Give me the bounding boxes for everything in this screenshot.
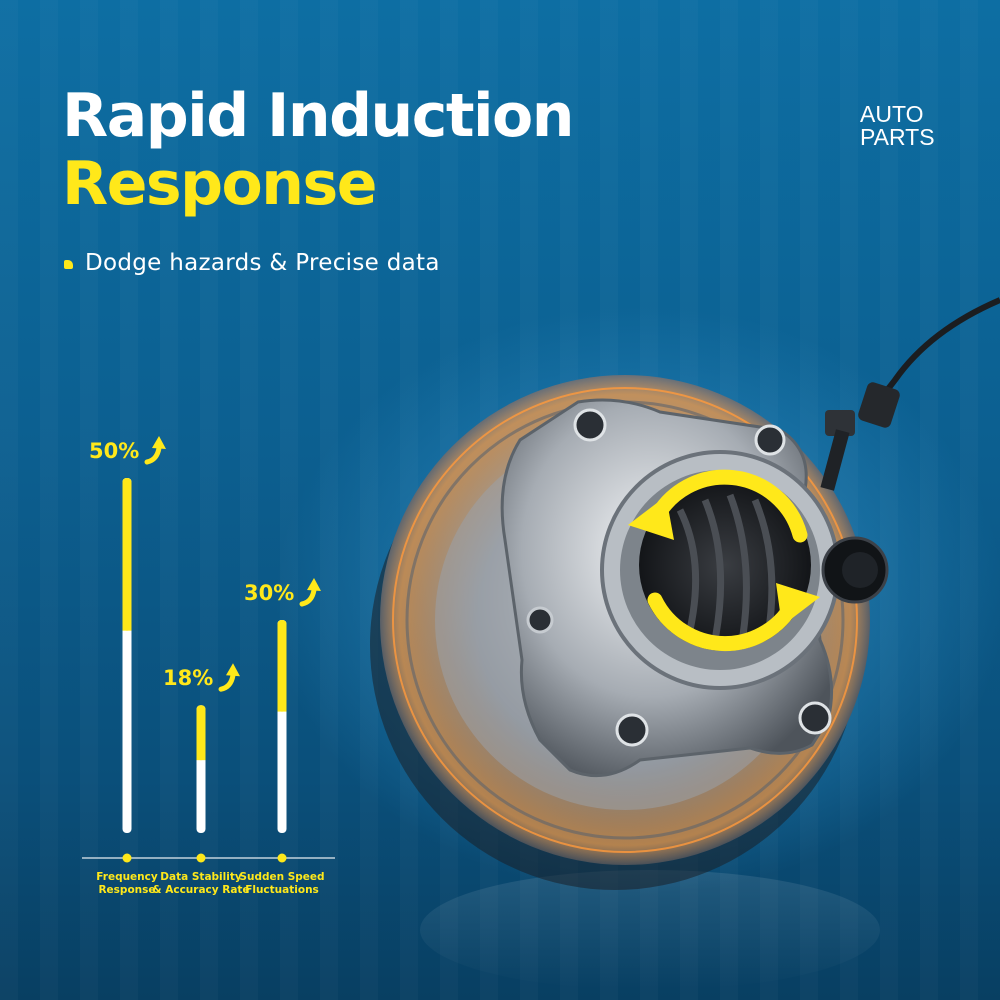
rotation-arrows-icon [628, 469, 820, 652]
category-label-2-line-1: Data Stability [160, 871, 242, 883]
category-label-2-line-2: & Accuracy Rate [152, 884, 249, 896]
bar-accent-join-3 [277, 705, 287, 712]
up-arrow-icon [144, 436, 166, 465]
axis-marker-1 [122, 853, 132, 863]
axis-marker-2 [196, 853, 206, 863]
up-arrow-icon [218, 663, 240, 692]
bar-accent-join-2 [196, 754, 206, 761]
title-line-1: Rapid Induction [62, 81, 575, 151]
category-label-1-line-1: Frequency [96, 871, 158, 883]
brand-logo: AUTO PARTS [860, 103, 940, 149]
brand-line-1: AUTO [860, 101, 924, 127]
bar-accent-1 [122, 478, 132, 631]
feature-bullet: Dodge hazards & Precise data [64, 250, 440, 276]
title-line-2: Response [62, 149, 377, 219]
category-label-1-line-2: Response [98, 884, 155, 896]
category-label-3-line-2: Fluctuations [245, 884, 319, 896]
value-label-3: 30% [244, 581, 294, 605]
bullet-shape-icon [64, 260, 73, 269]
feature-bullet-text: Dodge hazards & Precise data [85, 250, 440, 276]
category-label-3-line-1: Sudden Speed [239, 871, 324, 883]
brand-line-2: PARTS [860, 124, 935, 150]
axis-marker-3 [277, 853, 287, 863]
value-label-2: 18% [163, 666, 213, 690]
value-label-1: 50% [89, 439, 139, 463]
bar-accent-3 [277, 620, 287, 712]
bar-accent-join-1 [122, 624, 132, 631]
up-arrow-icon [299, 578, 321, 607]
bar-accent-2 [196, 705, 206, 761]
